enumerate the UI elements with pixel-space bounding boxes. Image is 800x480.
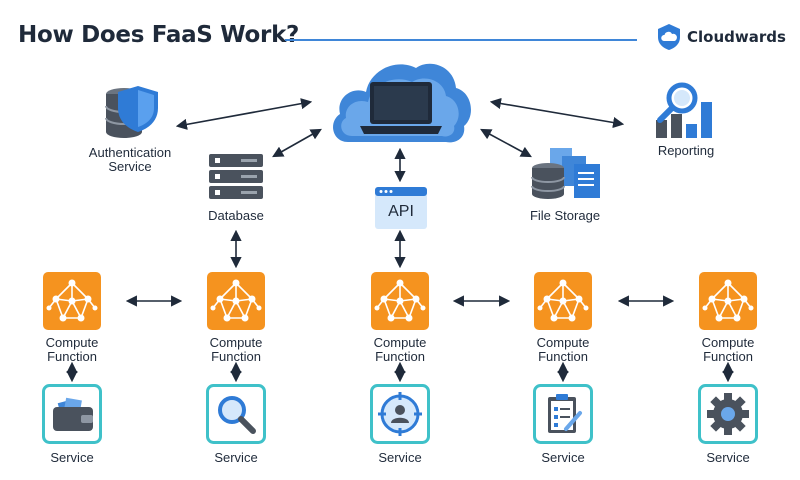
- service-label: Service: [50, 450, 94, 465]
- compute-label-line2: Function: [211, 349, 261, 364]
- arrow-auth-cloud: [175, 98, 313, 130]
- auth-service-label: Authentication Service: [89, 146, 171, 174]
- service-label: Service: [706, 450, 750, 465]
- compute-label-line2: Function: [538, 349, 588, 364]
- cloud-laptop-icon: [333, 63, 471, 143]
- clipboard-icon: [533, 384, 593, 444]
- compute-label-line1: Compute: [209, 335, 263, 350]
- compute-function-icon: [207, 272, 265, 330]
- compute-label-line1: Compute: [701, 335, 755, 350]
- compute-function-icon: [699, 272, 757, 330]
- compute-label-line2: Function: [375, 349, 425, 364]
- compute-function-icon: [43, 272, 101, 330]
- service-label: Service: [214, 450, 258, 465]
- api-label: API: [388, 203, 414, 220]
- brand-name: Cloudwards: [687, 28, 786, 46]
- cloudwards-logo-icon: [658, 24, 680, 50]
- auth-label-line2: Service: [108, 159, 152, 174]
- compute-label-line1: Compute: [45, 335, 99, 350]
- arrow-filestorage-cloud: [480, 128, 532, 158]
- service-label: Service: [378, 450, 422, 465]
- wallet-icon: [42, 384, 102, 444]
- compute-label-line1: Compute: [536, 335, 590, 350]
- report-chart-icon: [656, 82, 712, 138]
- auth-label-line1: Authentication: [88, 145, 172, 160]
- database-label: Database: [208, 208, 264, 223]
- api-window-icon: [375, 187, 427, 229]
- compute-label-line1: Compute: [373, 335, 427, 350]
- user-target-icon: [370, 384, 430, 444]
- page-title: How Does FaaS Work?: [18, 22, 300, 48]
- compute-function-icon: [534, 272, 592, 330]
- file-storage-icon: [531, 148, 600, 199]
- reporting-label: Reporting: [657, 143, 715, 158]
- title-divider: [285, 39, 637, 41]
- gear-icon: [698, 384, 758, 444]
- compute-function-icon: [371, 272, 429, 330]
- compute-label-line2: Function: [703, 349, 753, 364]
- arrow-reporting-cloud: [489, 97, 625, 129]
- database-shield-icon: [105, 86, 158, 138]
- arrow-database-cloud: [272, 128, 322, 158]
- compute-label-line2: Function: [47, 349, 97, 364]
- file-storage-label: File Storage: [529, 208, 601, 223]
- magnifier-icon: [206, 384, 266, 444]
- service-label: Service: [541, 450, 585, 465]
- server-rack-icon: [209, 154, 263, 199]
